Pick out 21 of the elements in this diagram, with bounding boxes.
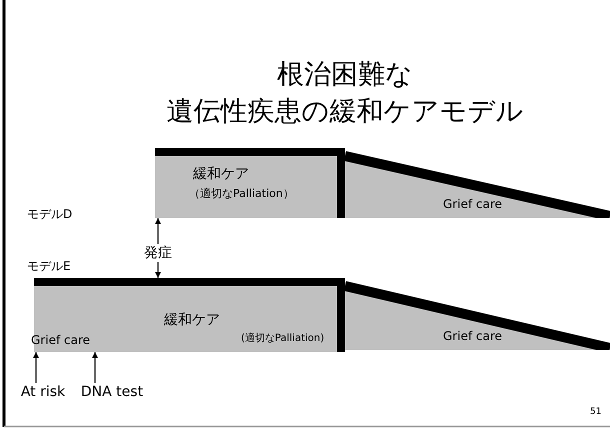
phase-label: Grief care (31, 334, 90, 348)
care-phase-box (155, 148, 345, 218)
phase-label: 緩和ケア (193, 166, 249, 182)
event-label: At risk (19, 383, 67, 401)
event-label: 発症 (140, 244, 176, 262)
phase-label: Grief care (443, 198, 502, 212)
phase-label: （適切なPalliation） (189, 188, 294, 201)
phase-label: (適切なPalliation) (241, 333, 324, 344)
phase-label: Grief care (443, 330, 502, 344)
arrow (155, 262, 161, 278)
page-number: 51 (590, 407, 602, 417)
model-label: モデルE (27, 258, 71, 275)
arrow (155, 218, 161, 244)
phase-label: 緩和ケア (164, 312, 220, 328)
grief-care-wedge (345, 150, 610, 218)
event-label: DNA test (77, 383, 147, 401)
arrow (33, 352, 39, 383)
model-label: モデルD (27, 206, 72, 223)
slide-title: 根治困難な遺伝性疾患の緩和ケアモデル (166, 58, 524, 129)
arrow (92, 352, 98, 383)
grief-care-wedge (345, 280, 610, 350)
